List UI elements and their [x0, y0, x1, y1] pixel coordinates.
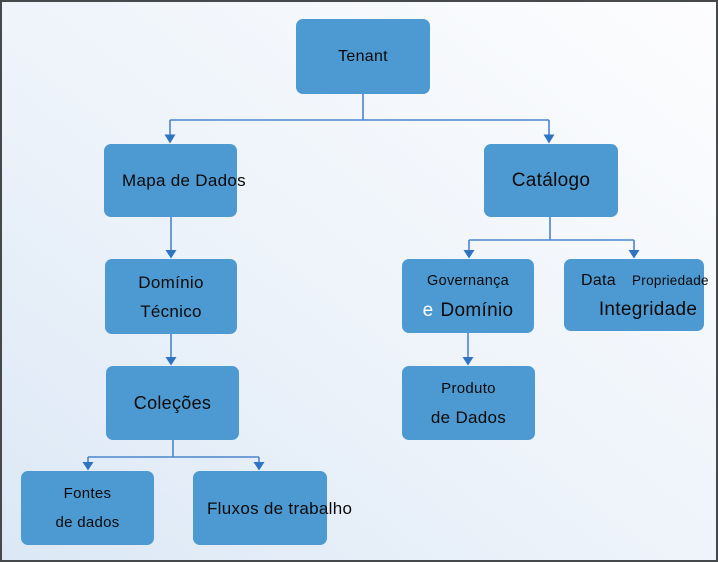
node-catalogo: Catálogo: [484, 144, 618, 217]
connector-colecoes-children: [82, 440, 265, 471]
node-fontes-de-dados-line1: Fontes: [63, 485, 112, 502]
connector-mapa-dominio: [165, 217, 177, 259]
node-fontes-de-dados: Fontes de dados: [21, 471, 154, 545]
node-mapa-de-dados: Mapa de Dados: [104, 144, 246, 217]
node-mapa-de-dados-label: Mapa de Dados: [122, 171, 246, 190]
node-tenant: Tenant: [296, 19, 430, 94]
node-produto-line1: Produto: [441, 380, 496, 397]
node-dataprop-integridade: Integridade: [598, 299, 698, 320]
node-governanca-line2-rest: Domínio: [440, 300, 514, 321]
node-dominio-tecnico-line1: Domínio: [138, 272, 204, 292]
node-governanca-line2-accent: e: [422, 300, 434, 321]
node-tenant-label: Tenant: [338, 48, 388, 65]
node-produto-line2: de Dados: [430, 408, 507, 427]
node-colecoes: Coleções: [106, 366, 239, 440]
node-dataprop-line1: Data Propriedade: [564, 266, 709, 295]
node-dataprop-propriedade: Propriedade: [632, 273, 709, 288]
node-dataprop-data: Data: [581, 272, 616, 289]
connector-tenant-children: [164, 94, 555, 144]
node-dominio-tecnico: Domínio Técnico: [105, 259, 237, 334]
node-fontes-de-dados-line2: de dados: [55, 514, 120, 531]
connector-catalogo-children: [463, 217, 640, 259]
node-governanca-line1: Governança: [427, 273, 509, 289]
node-catalogo-label: Catálogo: [511, 170, 591, 191]
node-dominio-tecnico-line2: Técnico: [140, 301, 202, 321]
node-produto-de-dados: Produto de Dados: [402, 366, 535, 440]
node-fluxos-de-trabalho-label: Fluxos de trabalho: [207, 498, 353, 518]
node-governanca-e-dominio: Governança e Domínio: [402, 259, 534, 333]
node-data-propriedade-integridade: Data Propriedade Integridade: [564, 259, 709, 331]
connector-dominio-colecoes: [165, 334, 177, 366]
node-governanca-line2: e Domínio: [423, 296, 514, 325]
connector-governanca-produto: [462, 333, 474, 366]
node-fluxos-de-trabalho: Fluxos de trabalho: [193, 471, 352, 545]
node-colecoes-label: Coleções: [133, 392, 212, 413]
